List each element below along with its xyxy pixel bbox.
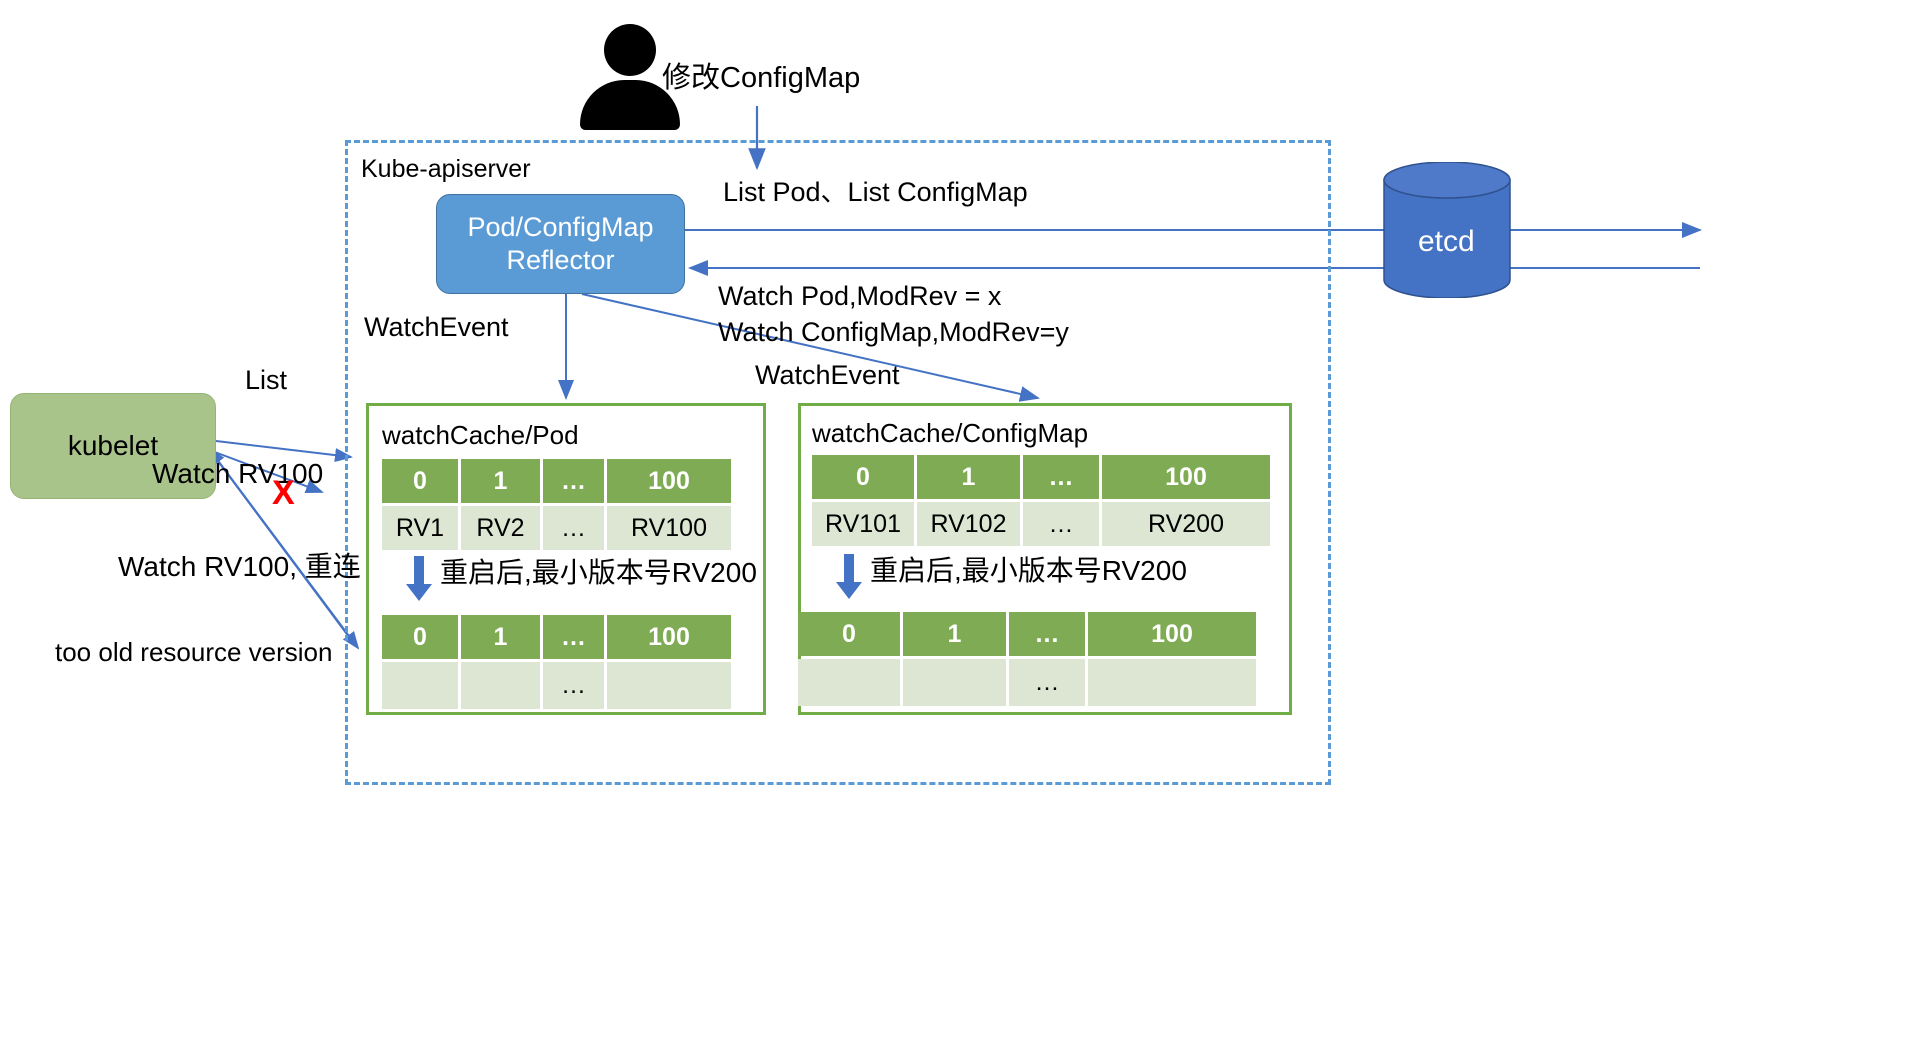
table-cell: RV2	[461, 506, 540, 550]
configmap-restart-note: 重启后,最小版本号RV200	[870, 555, 1187, 586]
table-cell: …	[543, 459, 604, 503]
configmap-after-value-row: …	[798, 659, 1256, 706]
table-cell: 0	[382, 615, 458, 659]
table-cell: 100	[607, 615, 731, 659]
table-cell	[798, 659, 900, 706]
blocked-x-icon: X	[272, 474, 295, 512]
edge-label-watch-rv100-reconnect: Watch RV100, 重连	[118, 551, 361, 582]
table-cell	[382, 662, 458, 709]
pod-after-value-row: …	[382, 662, 750, 709]
watchcache-configmap-title: watchCache/ConfigMap	[812, 418, 1089, 448]
table-cell: 100	[1102, 455, 1270, 499]
table-cell: …	[543, 615, 604, 659]
configmap-before-header-row: 0 1 … 100	[812, 455, 1270, 499]
etcd-cylinder[interactable]	[1382, 162, 1512, 298]
person-icon	[580, 24, 680, 130]
table-cell: RV1	[382, 506, 458, 550]
table-cell: …	[1009, 659, 1085, 706]
modify-configmap-label: 修改ConfigMap	[662, 62, 861, 94]
table-cell: RV102	[917, 502, 1020, 546]
table-cell	[1088, 659, 1256, 706]
table-cell: …	[1023, 455, 1099, 499]
table-cell: 0	[812, 455, 914, 499]
edge-kubelet-list	[199, 432, 353, 463]
edge-label-list-pod-configmap: List Pod、List ConfigMap	[723, 177, 1028, 207]
kube-apiserver-boundary	[345, 140, 1331, 785]
person-head	[604, 24, 656, 76]
pod-restart-down-arrow-icon	[406, 556, 432, 601]
reflector-label-line1: Pod/ConfigMap	[467, 212, 654, 243]
edge-label-list: List	[245, 365, 288, 395]
table-cell: 0	[798, 612, 900, 656]
table-cell: …	[543, 506, 604, 550]
edge-label-watchevent-right: WatchEvent	[755, 360, 900, 390]
table-cell: 100	[1088, 612, 1256, 656]
edge-label-watch-configmap: Watch ConfigMap,ModRev=y	[718, 317, 1069, 347]
table-cell: …	[543, 662, 604, 709]
edge-label-watchevent-left: WatchEvent	[364, 312, 509, 342]
table-cell: 100	[607, 459, 731, 503]
watchcache-pod-title: watchCache/Pod	[382, 420, 579, 450]
table-cell: 1	[461, 615, 540, 659]
table-cell	[903, 659, 1006, 706]
pod-configmap-reflector-box[interactable]: Pod/ConfigMap Reflector	[436, 194, 685, 294]
configmap-restart-down-arrow-icon	[836, 554, 862, 599]
table-cell: …	[1009, 612, 1085, 656]
kubelet-label: kubelet	[67, 430, 159, 461]
kubelet-box[interactable]: kubelet	[10, 393, 216, 499]
table-cell: 1	[903, 612, 1006, 656]
configmap-after-header-row: 0 1 … 100	[798, 612, 1256, 656]
table-cell: RV100	[607, 506, 731, 550]
table-cell: …	[1023, 502, 1099, 546]
table-cell: RV200	[1102, 502, 1270, 546]
table-cell: 1	[461, 459, 540, 503]
table-cell	[461, 662, 540, 709]
configmap-before-value-row: RV101 RV102 … RV200	[812, 502, 1270, 546]
table-cell	[607, 662, 731, 709]
edge-label-watch-rv100: Watch RV100	[152, 458, 324, 489]
pod-before-value-row: RV1 RV2 … RV100	[382, 506, 750, 550]
pod-restart-note: 重启后,最小版本号RV200	[440, 557, 757, 588]
table-cell: 0	[382, 459, 458, 503]
reflector-label-line2: Reflector	[506, 245, 615, 275]
pod-before-header-row: 0 1 … 100	[382, 459, 750, 503]
pod-after-header-row: 0 1 … 100	[382, 615, 750, 659]
table-cell: RV101	[812, 502, 914, 546]
table-cell: 1	[917, 455, 1020, 499]
edge-label-watch-pod: Watch Pod,ModRev = x	[718, 281, 1002, 311]
etcd-label: etcd	[1418, 225, 1475, 258]
edge-label-too-old-resource-version: too old resource version	[55, 637, 333, 667]
kube-apiserver-title: Kube-apiserver	[361, 155, 531, 183]
